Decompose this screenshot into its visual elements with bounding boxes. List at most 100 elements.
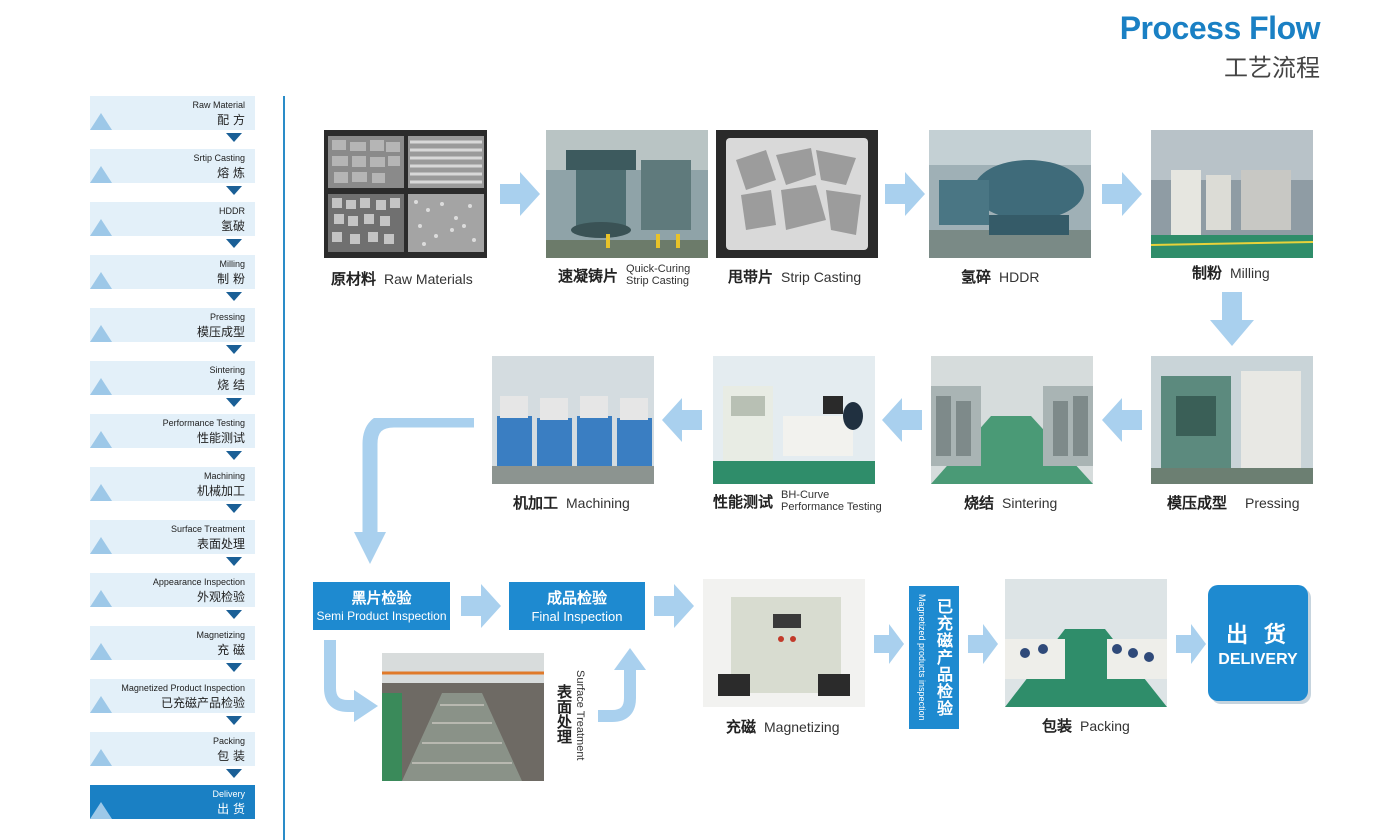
arrow-turn-right-icon	[324, 640, 378, 722]
caption-cn: 氢碎	[961, 268, 992, 286]
sidebar-item-cn: 表面处理	[196, 537, 245, 551]
caption-en: Raw Materials	[384, 271, 473, 287]
sidebar-item-en: Sintering	[209, 365, 245, 375]
surface-treatment-cn: 表面处理	[555, 684, 573, 744]
semi-inspection-cn: 黑片检验	[351, 589, 412, 607]
testing-image	[713, 356, 875, 484]
arrow-right-icon	[874, 624, 904, 664]
page-subtitle: 工艺流程	[1224, 54, 1320, 82]
caption-cn: 原材料	[331, 270, 377, 288]
sintering-photo	[931, 356, 1093, 484]
sidebar-item-performance-testing[interactable]: Performance Testing 性能测试	[90, 414, 255, 448]
testing-photo	[713, 356, 875, 484]
page-title: Process Flow	[1119, 10, 1321, 46]
arrow-right-icon	[885, 172, 925, 216]
sidebar-item-cn: 熔 炼	[217, 166, 245, 180]
semi-inspection-en: Semi Product Inspection	[316, 609, 447, 623]
caption-cn: 充磁	[726, 718, 757, 736]
sidebar-item-cn: 出 货	[217, 802, 245, 816]
caption-en-line1: BH-Curve	[781, 489, 830, 501]
sidebar-item-machining[interactable]: Machining 机械加工	[90, 467, 255, 501]
arrow-left-icon	[662, 398, 702, 442]
delivery-box: 出 货 DELIVERY	[1208, 585, 1308, 701]
chevron-down-icon	[226, 345, 242, 354]
caption-cn: 制粉	[1192, 264, 1223, 282]
caption-en: Sintering	[1002, 495, 1058, 511]
sidebar-item-cn: 性能测试	[196, 431, 245, 445]
arrow-right-icon	[654, 584, 694, 628]
surface-treatment-en: Surface Treatment	[574, 670, 586, 761]
caption-machining: 机加工 Machining	[513, 492, 630, 513]
caption-cn: 速凝铸片	[558, 266, 619, 285]
arrow-down-icon	[1210, 292, 1254, 346]
hddr-photo	[929, 130, 1091, 258]
magnetizing-image	[703, 579, 865, 707]
arrow-turn-down-icon	[354, 418, 474, 564]
pressing-image	[1151, 356, 1313, 484]
sidebar-item-en: Raw Material	[192, 100, 245, 110]
caption-en-line2: Performance Testing	[781, 501, 882, 513]
final-inspection-box: 成品检验 Final Inspection	[509, 582, 645, 630]
hddr-image	[929, 130, 1091, 258]
quick-curing-photo	[546, 130, 708, 258]
surface-treatment-photo	[382, 653, 544, 781]
magnetized-inspection-box: Magnetized products inspection 已充磁产品检验	[909, 586, 959, 729]
chevron-down-icon	[226, 186, 242, 195]
packing-photo	[1005, 579, 1167, 707]
caption-en-line1: Quick-Curing	[626, 263, 691, 275]
sidebar-item-cn: 充 磁	[217, 643, 245, 657]
caption-en-line2: Strip Casting	[626, 275, 689, 287]
final-inspection-cn: 成品检验	[546, 589, 607, 607]
caption-cn: 包装	[1042, 717, 1073, 735]
sidebar-item-cn: 氢破	[220, 219, 245, 233]
sidebar-item-en: Surface Treatment	[170, 524, 245, 534]
chevron-down-icon	[226, 398, 242, 407]
chevron-down-icon	[226, 716, 242, 725]
arrow-turn-up-icon	[598, 648, 646, 722]
sidebar-item-en: Packing	[212, 736, 245, 746]
sidebar-item-en: Milling	[219, 259, 245, 269]
arrow-right-icon	[1176, 624, 1206, 664]
caption-cn: 机加工	[513, 494, 559, 512]
sidebar-item-cn: 机械加工	[196, 484, 245, 498]
sidebar-item-sintering[interactable]: Sintering 烧 结	[90, 361, 255, 395]
pressing-photo	[1151, 356, 1313, 484]
caption-en: HDDR	[999, 269, 1040, 285]
chevron-down-icon	[226, 610, 242, 619]
raw-materials-photo	[324, 130, 487, 258]
machining-image	[492, 356, 654, 484]
caption-en: Packing	[1080, 718, 1130, 734]
sidebar-item-cn: 烧 结	[217, 378, 245, 392]
quick-curing-image	[546, 130, 708, 258]
chevron-down-icon	[226, 663, 242, 672]
chevron-down-icon	[226, 292, 242, 301]
sidebar-item-en: Appearance Inspection	[152, 577, 245, 587]
sidebar-item-surface-treatment[interactable]: Surface Treatment 表面处理	[90, 520, 255, 554]
caption-milling: 制粉 Milling	[1192, 262, 1270, 283]
sidebar-item-en: Performance Testing	[162, 418, 245, 428]
arrow-right-icon	[1102, 172, 1142, 216]
final-inspection-en: Final Inspection	[531, 609, 623, 624]
caption-en: Milling	[1230, 265, 1270, 281]
caption-en: Machining	[566, 495, 630, 511]
caption-hddr: 氢碎 HDDR	[961, 266, 1039, 287]
sidebar-item-cn: 已充磁产品检验	[160, 696, 245, 710]
sidebar-item-en: Machining	[203, 471, 245, 481]
